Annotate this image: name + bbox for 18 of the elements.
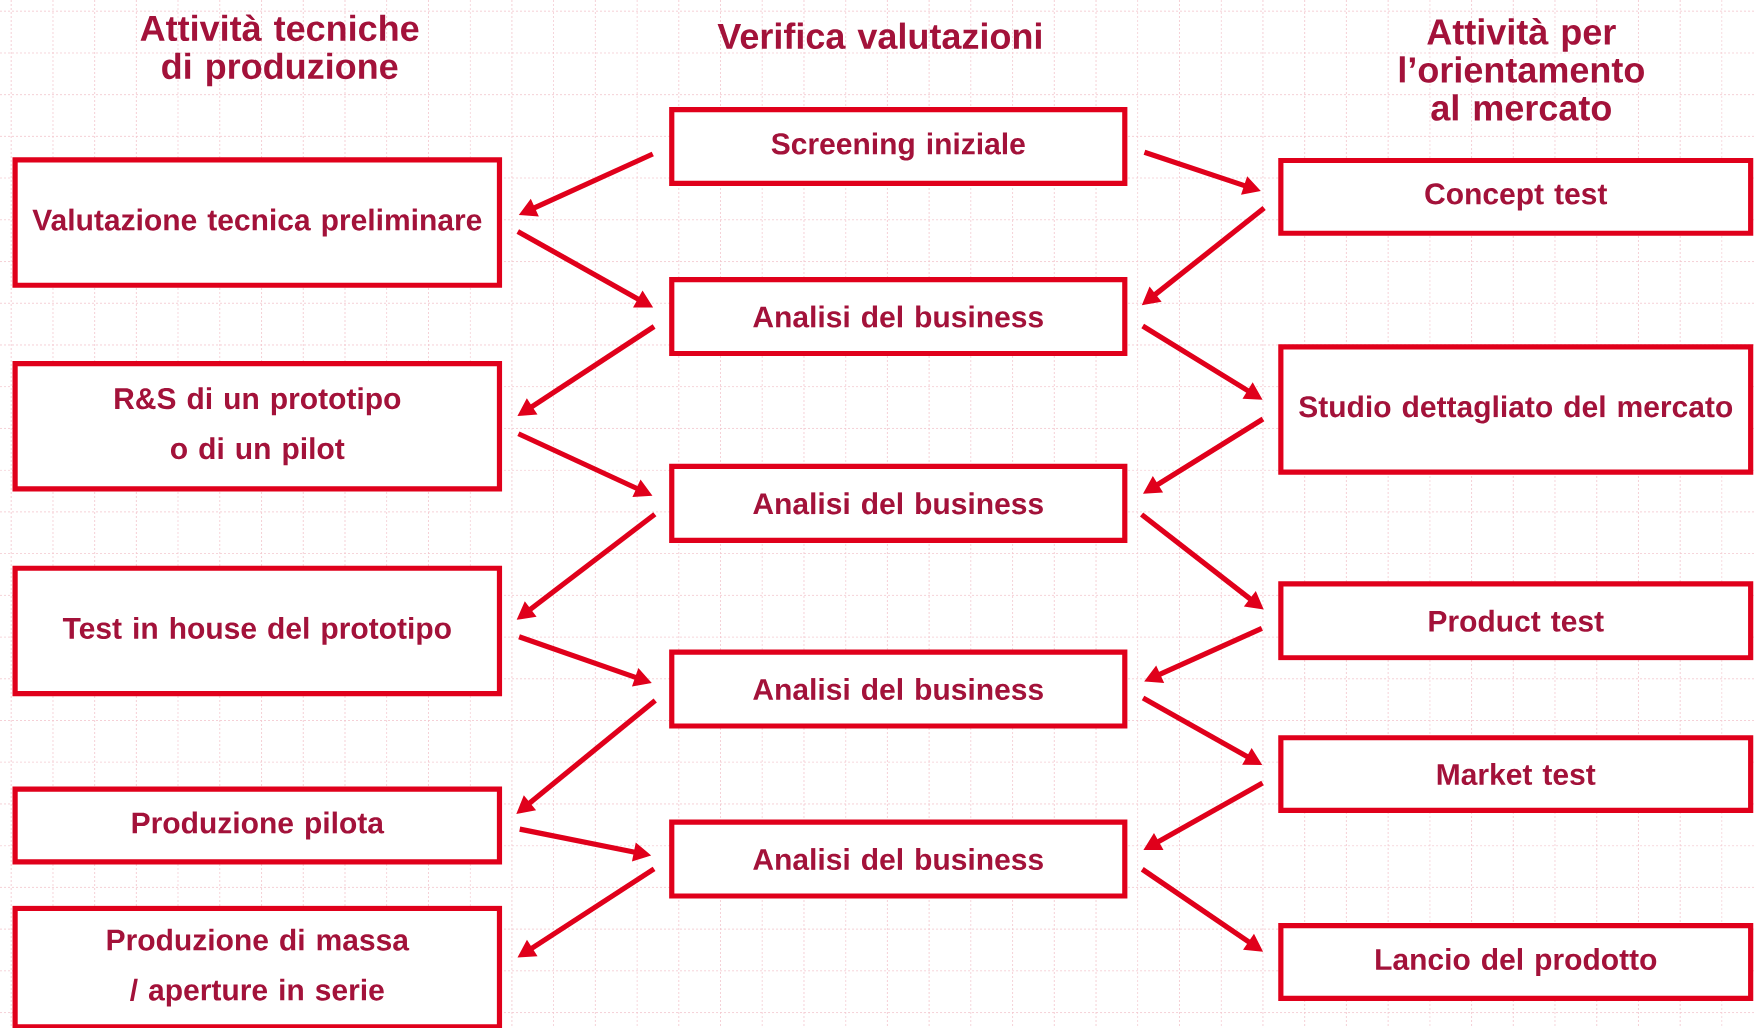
process-box: Screening iniziale	[669, 107, 1128, 187]
process-box: Product test	[1278, 581, 1754, 661]
process-box: Concept test	[1278, 157, 1754, 236]
process-box: Analisi del business	[669, 819, 1128, 899]
process-box: Test in house del prototipo	[12, 565, 503, 697]
column-heading: Attività tecniche di produzione	[140, 14, 419, 87]
process-box: R&S di un prototipo o di un pilot	[12, 360, 503, 492]
process-box: Analisi del business	[669, 463, 1128, 543]
process-box: Produzione pilota	[12, 786, 503, 865]
process-box: Analisi del business	[669, 277, 1128, 357]
process-box: Valutazione tecnica preliminare	[12, 157, 503, 288]
process-box: Market test	[1278, 735, 1754, 814]
process-box: Lancio del prodotto	[1278, 923, 1754, 1001]
process-box: Produzione di massa / aperture in serie	[12, 905, 503, 1028]
column-heading: Attività per l’orientamento al mercato	[1399, 17, 1644, 121]
process-box: Analisi del business	[669, 649, 1128, 729]
process-box: Studio dettagliato del mercato	[1278, 344, 1754, 475]
column-heading: Verifica valutazioni	[717, 22, 1041, 49]
